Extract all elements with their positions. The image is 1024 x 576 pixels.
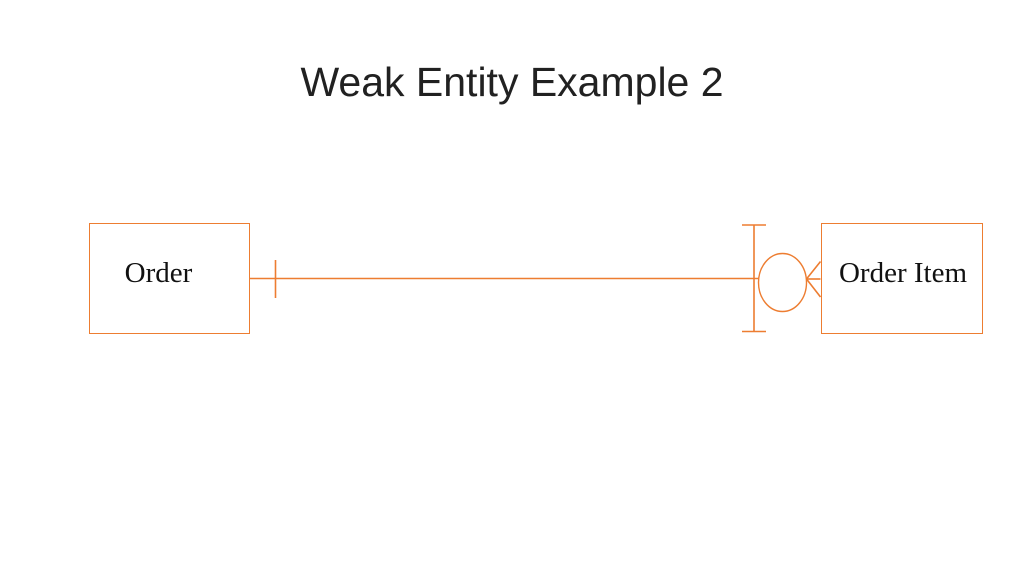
crow-foot-bottom-prong bbox=[805, 278, 822, 298]
slide-title: Weak Entity Example 2 bbox=[300, 59, 724, 105]
entity-order-label: Order bbox=[124, 257, 193, 289]
crow-foot-many-icon bbox=[805, 261, 822, 298]
cardinality-zero-circle-icon bbox=[757, 252, 808, 313]
entity-order-item: Order Item bbox=[821, 223, 983, 334]
entity-order: Order bbox=[89, 223, 250, 334]
entity-order-item-label: Order Item bbox=[838, 257, 968, 289]
crow-foot-top-prong bbox=[805, 261, 822, 280]
